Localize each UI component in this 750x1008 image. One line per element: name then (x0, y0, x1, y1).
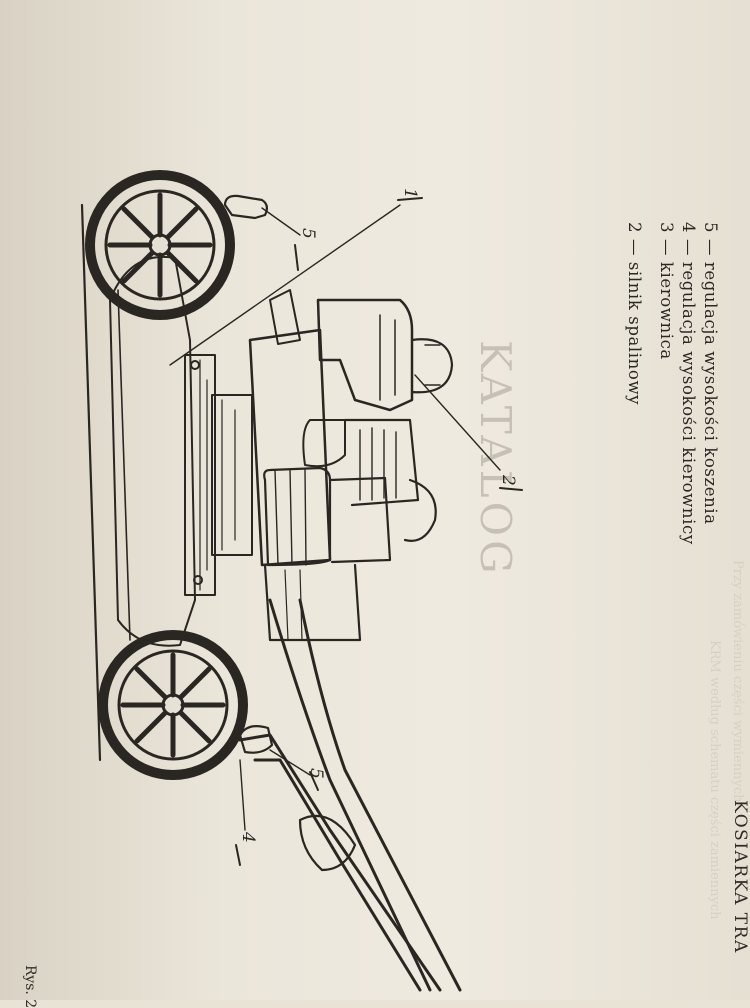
leader-5b (269, 749, 311, 776)
handle-adjuster (298, 814, 357, 872)
leader-4 (239, 759, 246, 831)
callout-1: 1 (400, 188, 420, 199)
height-adjuster-front (223, 194, 269, 220)
leader-1 (169, 204, 401, 366)
deck-inner-line (117, 289, 131, 641)
rear-wheel (98, 630, 248, 780)
front-wheel (85, 170, 235, 320)
callout-4: 4 (238, 832, 258, 843)
callout-2: 2 (498, 475, 518, 486)
handlebar (238, 598, 462, 992)
fuel-cap (410, 338, 454, 394)
callout-5: 5 (298, 228, 318, 239)
leader-2 (414, 374, 501, 471)
height-adjuster-rear (238, 725, 274, 754)
callout-5: 5 (306, 768, 326, 779)
engine (248, 289, 454, 642)
ground-line (80, 203, 102, 762)
deck-body (109, 255, 196, 647)
blade-housing (184, 354, 216, 596)
